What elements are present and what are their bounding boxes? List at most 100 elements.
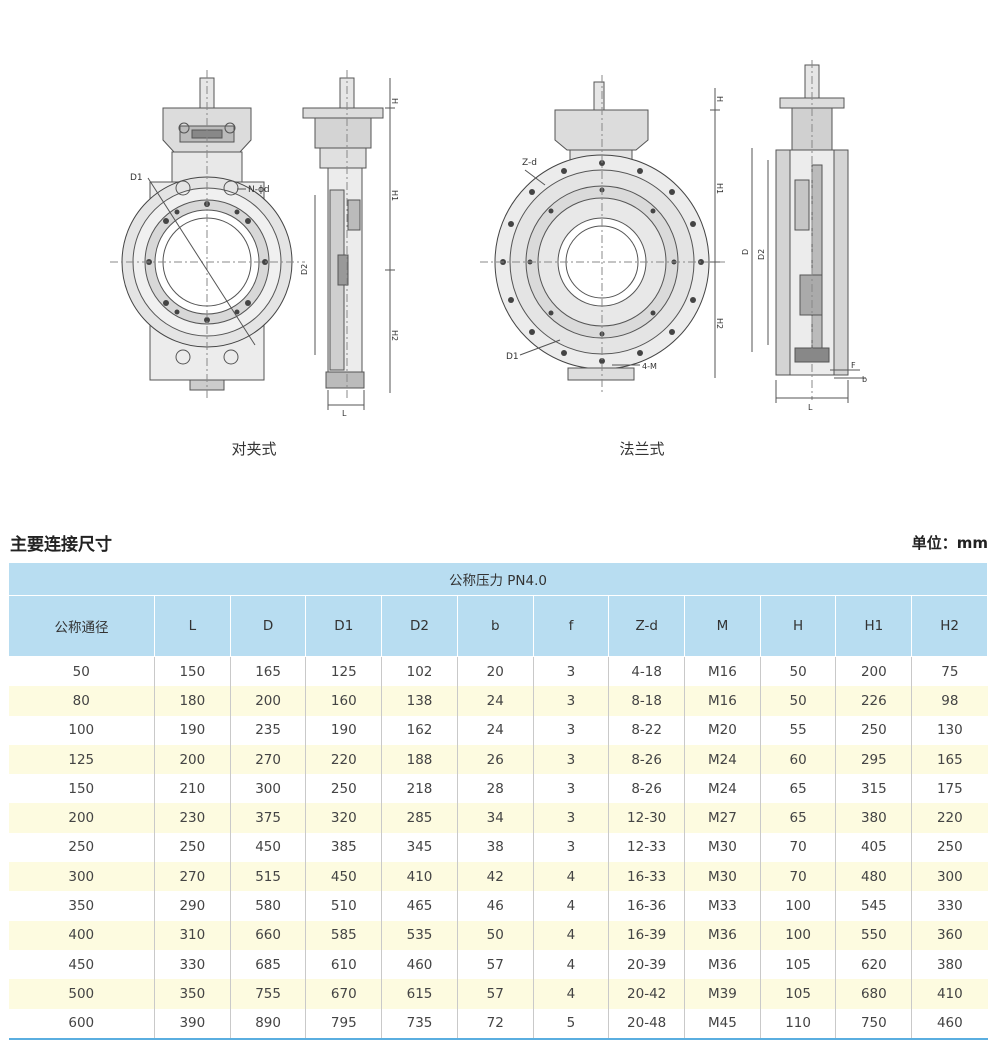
- table-cell: 380: [911, 949, 988, 980]
- table-cell: M16: [684, 656, 761, 687]
- table-cell: 510: [305, 891, 383, 921]
- table-cell: 98: [911, 686, 988, 716]
- table-cell: 390: [154, 1008, 231, 1040]
- table-cell: 685: [229, 949, 307, 980]
- table-cell: 34: [456, 803, 534, 833]
- table-cell: 330: [154, 949, 231, 980]
- table-cell: 226: [835, 686, 913, 716]
- table-cell: 750: [835, 1008, 913, 1040]
- table-cell: 410: [911, 979, 988, 1009]
- wafer-h2-label: H2: [390, 330, 399, 341]
- table-cell: 100: [759, 920, 837, 950]
- valve-drawings-svg: D1 N-ϕd H H1 H2 D2 L: [110, 60, 867, 418]
- table-cell: 3: [532, 832, 610, 863]
- table-cell: 890: [229, 1008, 307, 1040]
- column-header: b: [456, 595, 534, 657]
- unit-label: 单位：mm: [911, 534, 988, 552]
- table-cell: 218: [381, 774, 458, 804]
- table-cell: 300: [8, 862, 155, 892]
- flange-f-label: F: [851, 361, 856, 370]
- flange-front-view: [480, 75, 725, 395]
- table-cell: M39: [684, 979, 761, 1009]
- table-cell: 20-48: [608, 1008, 686, 1040]
- table-cell: 250: [305, 774, 383, 804]
- table-cell: 75: [911, 656, 988, 687]
- wafer-h1-label: H1: [390, 190, 399, 201]
- table-cell: M20: [684, 715, 761, 745]
- table-cell: 130: [911, 715, 988, 745]
- column-header: 公称通径: [8, 595, 155, 657]
- column-header: H1: [835, 595, 913, 657]
- table-cell: 180: [154, 686, 231, 716]
- table-cell: 4: [532, 949, 610, 980]
- table-cell: M16: [684, 686, 761, 716]
- table-cell: 310: [154, 920, 231, 950]
- table-cell: 320: [305, 803, 383, 833]
- table-cell: 405: [835, 832, 913, 863]
- table-cell: 480: [835, 862, 913, 892]
- table-cell: 615: [381, 979, 458, 1009]
- table-cell: 8-18: [608, 686, 686, 716]
- table-cell: 330: [911, 891, 988, 921]
- table-cell: 105: [759, 949, 837, 980]
- wafer-side-view: [302, 70, 395, 410]
- pressure-header: 公称压力 PN4.0: [8, 562, 988, 596]
- table-cell: 150: [8, 774, 155, 804]
- table-cell: 188: [381, 744, 458, 775]
- table-cell: 125: [305, 656, 383, 687]
- table-cell: 270: [229, 744, 307, 775]
- table-cell: 26: [456, 744, 534, 775]
- table-cell: 110: [759, 1008, 837, 1040]
- table-cell: 3: [532, 774, 610, 804]
- table-cell: 235: [229, 715, 307, 745]
- flange-l-label: L: [808, 403, 813, 412]
- table-cell: 755: [229, 979, 307, 1009]
- table-cell: 65: [759, 803, 837, 833]
- table-cell: 50: [456, 920, 534, 950]
- table-cell: 12-30: [608, 803, 686, 833]
- table-cell: 162: [381, 715, 458, 745]
- table-cell: 12-33: [608, 832, 686, 863]
- table-cell: 190: [154, 715, 231, 745]
- flange-caption: 法兰式: [619, 440, 665, 458]
- column-header: Z-d: [608, 595, 686, 657]
- flange-d2-label: D2: [757, 249, 766, 260]
- table-cell: M36: [684, 949, 761, 980]
- table-cell: 3: [532, 744, 610, 775]
- table-cell: 680: [835, 979, 913, 1009]
- flange-h-label: H: [715, 96, 724, 102]
- flange-zd-label: Z-d: [522, 158, 537, 168]
- table-cell: 16-33: [608, 862, 686, 892]
- column-header: D1: [305, 595, 383, 657]
- table-cell: M30: [684, 862, 761, 892]
- section-title: 主要连接尺寸: [10, 535, 112, 555]
- table-cell: M24: [684, 744, 761, 775]
- column-header: D2: [381, 595, 458, 657]
- table-cell: 60: [759, 744, 837, 775]
- table-cell: 16-36: [608, 891, 686, 921]
- table-cell: 315: [835, 774, 913, 804]
- column-header: M: [684, 595, 761, 657]
- table-cell: 270: [154, 862, 231, 892]
- table-cell: 190: [305, 715, 383, 745]
- flange-h2-label: H2: [715, 318, 724, 329]
- table-cell: 46: [456, 891, 534, 921]
- wafer-d1-label: D1: [130, 173, 143, 183]
- wafer-h-label: H: [390, 98, 399, 104]
- table-cell: 545: [835, 891, 913, 921]
- table-cell: 57: [456, 979, 534, 1009]
- table-cell: 450: [305, 862, 383, 892]
- table-cell: M45: [684, 1008, 761, 1040]
- table-cell: 660: [229, 920, 307, 950]
- table-cell: 72: [456, 1008, 534, 1040]
- table-cell: M24: [684, 774, 761, 804]
- technical-drawings: D1 N-ϕd H H1 H2 D2 L: [0, 0, 1000, 520]
- table-cell: 385: [305, 832, 383, 863]
- table-cell: 100: [8, 715, 155, 745]
- table-cell: 300: [229, 774, 307, 804]
